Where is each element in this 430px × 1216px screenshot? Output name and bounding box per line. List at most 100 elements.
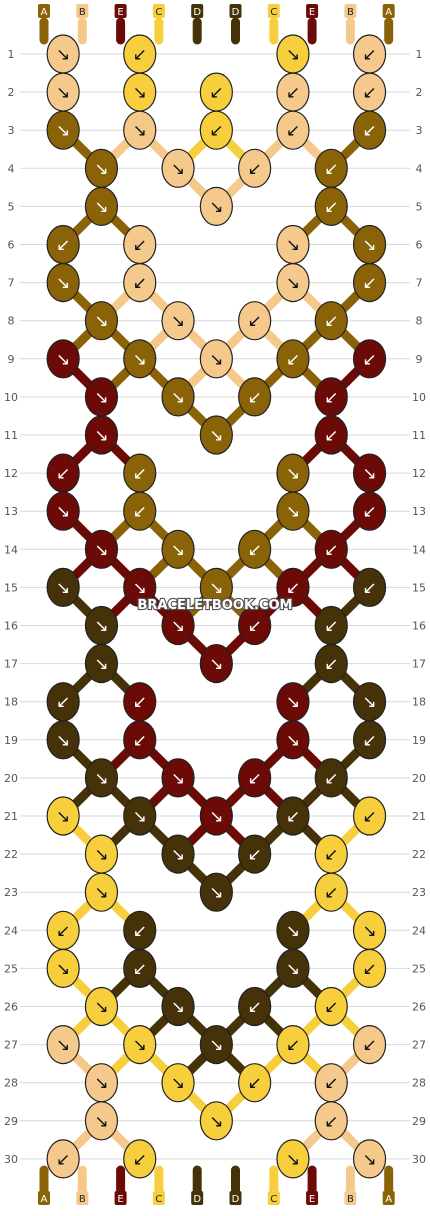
- knot-oval: [314, 186, 348, 226]
- knot-arrow-icon: ↘: [286, 1150, 300, 1170]
- knot-arrow-icon: ↘: [56, 45, 70, 65]
- knot-arrow-icon: ↘: [56, 83, 70, 103]
- knot: ↘: [276, 682, 310, 722]
- knot: ↘: [199, 872, 233, 912]
- knot-oval: [276, 1024, 310, 1065]
- knot-arrow-icon: ↙: [362, 731, 376, 751]
- knot-oval: [84, 986, 119, 1027]
- knot-arrow-icon: ↙: [56, 921, 70, 941]
- knot-oval: [199, 1024, 233, 1065]
- knot-oval: [84, 758, 119, 798]
- knot: ↙: [238, 834, 272, 874]
- knot-oval: [199, 415, 233, 455]
- knot-arrow-icon: ↘: [94, 312, 108, 332]
- knot-oval: [314, 643, 348, 684]
- knot-oval: [314, 758, 348, 798]
- knot: ↘: [84, 415, 119, 455]
- knot-arrow-icon: ↘: [133, 121, 147, 141]
- knot-oval: [123, 263, 157, 303]
- knot-oval: [199, 186, 233, 226]
- knot: ↘: [84, 605, 119, 646]
- row-number: 13: [4, 505, 18, 518]
- knot-arrow-icon: ↙: [209, 83, 223, 103]
- knot-arrow-icon: ↘: [362, 921, 376, 941]
- knot-oval: [123, 720, 157, 760]
- row-number: 11: [4, 429, 18, 442]
- knot-arrow-icon: ↘: [56, 731, 70, 751]
- knot: ↙: [314, 529, 348, 569]
- string-label-swatch: [114, 4, 127, 18]
- knot-oval: [46, 720, 80, 760]
- knot-arrow-icon: ↙: [209, 121, 223, 141]
- knot: ↘: [161, 605, 195, 646]
- knot-arrow-icon: ↙: [133, 502, 147, 522]
- knot-arrow-icon: ↘: [171, 159, 185, 179]
- knot: ↙: [123, 263, 157, 303]
- row-number: 6: [8, 239, 15, 252]
- string-label: A: [385, 1194, 392, 1205]
- knot-arrow-icon: ↘: [286, 502, 300, 522]
- knot-arrow-icon: ↙: [324, 998, 338, 1018]
- knot: ↘: [276, 491, 310, 531]
- row-number: 9: [416, 353, 423, 366]
- string-label: A: [385, 7, 392, 18]
- knot: ↙: [276, 339, 310, 379]
- knot-arrow-icon: ↘: [209, 350, 223, 370]
- string-label: E: [117, 1194, 123, 1205]
- string-label: D: [232, 7, 240, 18]
- knot-oval: [238, 377, 272, 417]
- row-number: 29: [4, 1115, 18, 1128]
- knot-arrow-icon: ↘: [171, 388, 185, 408]
- row-number: 14: [412, 543, 426, 556]
- string-label-swatch: [152, 4, 165, 18]
- knot: ↘: [161, 148, 195, 188]
- knot-oval: [161, 1063, 195, 1103]
- row-number: 28: [412, 1077, 426, 1090]
- knot-arrow-icon: ↘: [56, 1036, 70, 1056]
- knot-oval: [46, 567, 80, 608]
- knot-oval: [161, 377, 195, 417]
- knot-arrow-icon: ↙: [56, 464, 70, 484]
- knot-arrow-icon: ↙: [324, 197, 338, 217]
- knot-oval: [161, 986, 195, 1027]
- knot-oval: [314, 529, 348, 569]
- knot: ↙: [238, 301, 272, 341]
- knot-oval: [352, 110, 387, 150]
- string-label: C: [155, 7, 162, 18]
- knot: ↘: [161, 834, 195, 874]
- string-label: C: [270, 7, 277, 18]
- knot: ↘: [123, 1024, 157, 1065]
- knot: ↘: [84, 1101, 119, 1141]
- knot-oval: [161, 834, 195, 874]
- knot-oval: [352, 491, 387, 531]
- row-number: 26: [412, 1001, 426, 1014]
- knot: ↘: [46, 948, 80, 989]
- knot-arrow-icon: ↘: [94, 617, 108, 637]
- knot: ↙: [314, 377, 348, 417]
- knot: ↘: [46, 567, 80, 608]
- knot: ↘: [161, 1063, 195, 1103]
- knot-arrow-icon: ↙: [286, 578, 300, 598]
- row-number: 8: [416, 315, 423, 328]
- knot-oval: [84, 643, 119, 684]
- knot-oval: [46, 339, 80, 379]
- knot: ↘: [352, 682, 387, 722]
- knot: ↘: [276, 720, 310, 760]
- knot-oval: [123, 948, 157, 989]
- knot-oval: [84, 415, 119, 455]
- knot: ↘: [199, 796, 233, 836]
- knot-arrow-icon: ↙: [324, 769, 338, 789]
- knot-oval: [238, 986, 272, 1027]
- knot-oval: [161, 605, 195, 646]
- knot-arrow-icon: ↘: [56, 502, 70, 522]
- knot: ↙: [238, 148, 272, 188]
- knot: ↙: [123, 491, 157, 531]
- knot: ↙: [314, 186, 348, 226]
- knot: ↘: [46, 263, 80, 303]
- knot: ↘: [46, 720, 80, 760]
- knot: ↘: [123, 72, 157, 112]
- knot: ↙: [199, 72, 233, 112]
- knot: ↙: [123, 910, 157, 950]
